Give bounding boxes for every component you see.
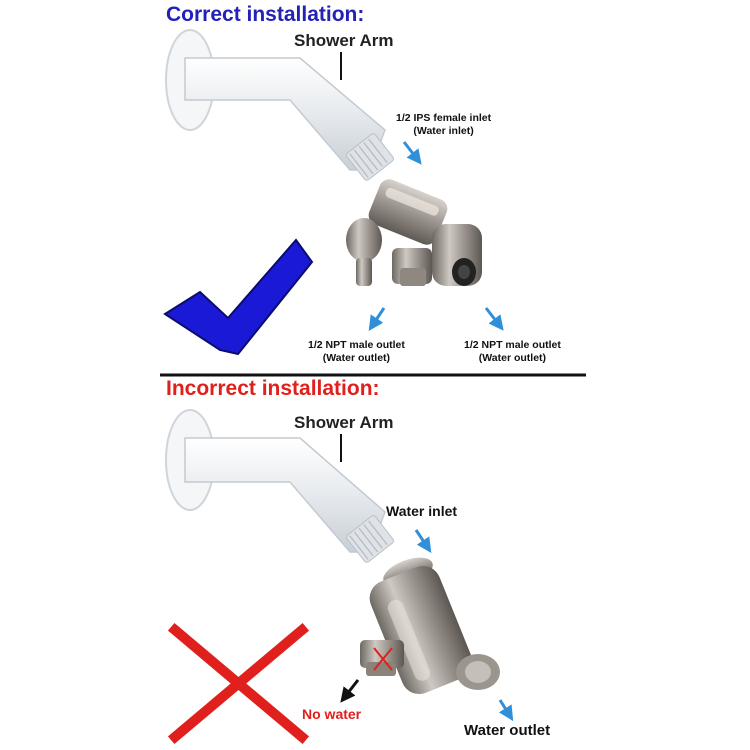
outlet-label-right-line2: (Water outlet) [478,352,547,364]
inlet-label-top-line2: (Water inlet) [413,125,474,137]
no-water-label: No water [302,706,362,722]
shower-arm-bottom [165,409,394,563]
checkmark-shape [163,238,314,356]
outlet-arrow-bottom [498,699,514,722]
outlet-arrow-left-top [368,307,386,331]
outlet-arrow-right-top [484,307,504,331]
water-inlet-label: Water inlet [386,503,458,519]
diverter-valve-bottom [360,557,500,695]
shower-arm-label-bottom: Shower Arm [294,413,394,432]
outlet-label-right-top: 1/2 NPT male outlet (Water outlet) [464,339,561,365]
no-water-arrow [340,679,360,703]
outlet-label-left-line1: 1/2 NPT male outlet [308,339,405,351]
blocked-outlet-x-icon [373,647,393,671]
checkmark-icon [163,238,314,356]
outlet-label-right-line1: 1/2 NPT male outlet [464,339,561,351]
shower-arm-top [165,29,394,181]
diverter-valve-top [346,179,482,286]
cross-icon [167,622,310,745]
inlet-label-top-line1: 1/2 IPS female inlet [396,112,492,124]
outlet-label-left-top: 1/2 NPT male outlet (Water outlet) [308,339,405,365]
water-outlet-label: Water outlet [464,722,551,739]
shower-arm-label-top: Shower Arm [294,31,394,50]
cross-stroke-b [167,622,310,745]
incorrect-installation-title: Incorrect installation: [166,377,380,400]
outlet-label-left-line2: (Water outlet) [322,352,391,364]
inlet-arrow-bottom [414,529,432,553]
inlet-arrow-top [402,141,422,165]
inlet-label-top: 1/2 IPS female inlet (Water inlet) [396,112,491,138]
correct-installation-title: Correct installation: [166,3,365,26]
